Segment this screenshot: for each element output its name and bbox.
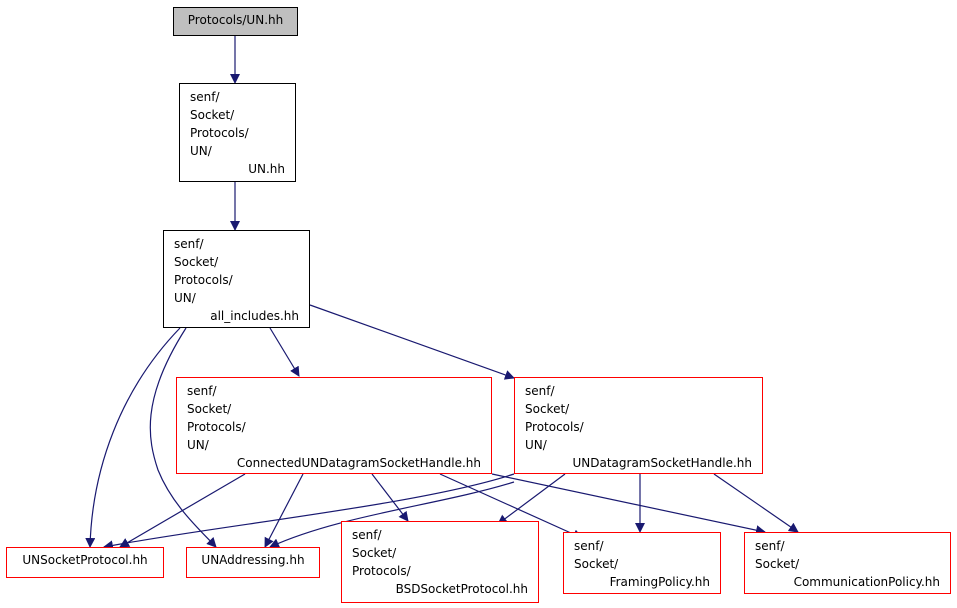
node-communication-line: senf/: [755, 539, 785, 553]
node-un-hh-line: UN/: [190, 144, 212, 158]
node-root[interactable]: Protocols/UN.hh: [173, 7, 298, 36]
node-datagram-line: Socket/: [525, 402, 570, 416]
node-connected-line: senf/: [187, 384, 217, 398]
node-un-hh-line: Protocols/: [190, 126, 249, 140]
node-framing-line: senf/: [574, 539, 604, 553]
node-framing-file: FramingPolicy.hh: [609, 575, 710, 589]
node-all-includes-line: Protocols/: [174, 273, 233, 287]
node-bsd-line: Socket/: [352, 546, 397, 560]
node-unaddressing[interactable]: UNAddressing.hh: [186, 547, 320, 578]
edge-all-includes-to-unsocketprotocol: [85, 327, 181, 548]
node-communication-policy[interactable]: senf/ Socket/ CommunicationPolicy.hh: [744, 532, 951, 594]
edge-datagram-to-unsocketprotocol: [103, 473, 515, 551]
node-all-includes-file: all_includes.hh: [210, 309, 299, 323]
node-all-includes-line: senf/: [174, 237, 204, 251]
node-datagram-file: UNDatagramSocketHandle.hh: [572, 456, 752, 470]
node-bsd-file: BSDSocketProtocol.hh: [395, 582, 528, 596]
edge-connected-to-framing: [439, 473, 583, 539]
edge-datagram-to-unaddressing: [269, 481, 515, 548]
node-datagram-line: Protocols/: [525, 420, 584, 434]
edge-all-includes-to-unaddressing: [149, 327, 217, 548]
node-datagram-line: senf/: [525, 384, 555, 398]
node-connected-file: ConnectedUNDatagramSocketHandle.hh: [236, 456, 481, 470]
node-unaddressing-label: UNAddressing.hh: [201, 553, 305, 567]
node-bsd-socket-protocol[interactable]: senf/ Socket/ Protocols/ BSDSocketProtoc…: [341, 521, 539, 603]
node-communication-line: Socket/: [755, 557, 800, 571]
node-unsocketprotocol-label: UNSocketProtocol.hh: [22, 553, 148, 567]
node-bsd-line: senf/: [352, 528, 382, 542]
node-all-includes-line: Socket/: [174, 255, 219, 269]
node-un-hh-line: senf/: [190, 90, 220, 104]
node-connected-line: Protocols/: [187, 420, 246, 434]
edge-all-includes-to-datagram: [309, 304, 515, 380]
edge-all-includes-to-connected: [269, 327, 300, 377]
edge-connected-to-bsd: [371, 473, 409, 522]
node-communication-file: CommunicationPolicy.hh: [793, 575, 940, 589]
node-all-includes[interactable]: senf/ Socket/ Protocols/ UN/ all_include…: [163, 230, 310, 328]
node-datagram-line: UN/: [525, 438, 547, 452]
edge-connected-to-unaddressing: [264, 473, 304, 548]
edge-datagram-to-bsd: [497, 473, 566, 525]
node-unsocketprotocol[interactable]: UNSocketProtocol.hh: [6, 547, 164, 578]
node-connected-line: UN/: [187, 438, 209, 452]
node-un-hh-line: Socket/: [190, 108, 235, 122]
node-bsd-line: Protocols/: [352, 564, 411, 578]
edge-datagram-to-communication: [713, 473, 799, 533]
node-connected-un-datagram-socket-handle[interactable]: senf/ Socket/ Protocols/ UN/ ConnectedUN…: [176, 377, 492, 474]
node-framing-policy[interactable]: senf/ Socket/ FramingPolicy.hh: [563, 532, 721, 594]
node-root-label: Protocols/UN.hh: [187, 13, 284, 27]
node-un-hh[interactable]: senf/ Socket/ Protocols/ UN/ UN.hh: [179, 83, 296, 182]
node-un-hh-file: UN.hh: [248, 162, 285, 176]
node-all-includes-line: UN/: [174, 291, 196, 305]
node-connected-line: Socket/: [187, 402, 232, 416]
node-framing-line: Socket/: [574, 557, 619, 571]
edge-connected-to-unsocketprotocol: [119, 473, 246, 548]
node-un-datagram-socket-handle[interactable]: senf/ Socket/ Protocols/ UN/ UNDatagramS…: [514, 377, 763, 474]
edge-connected-to-communication: [491, 473, 766, 536]
